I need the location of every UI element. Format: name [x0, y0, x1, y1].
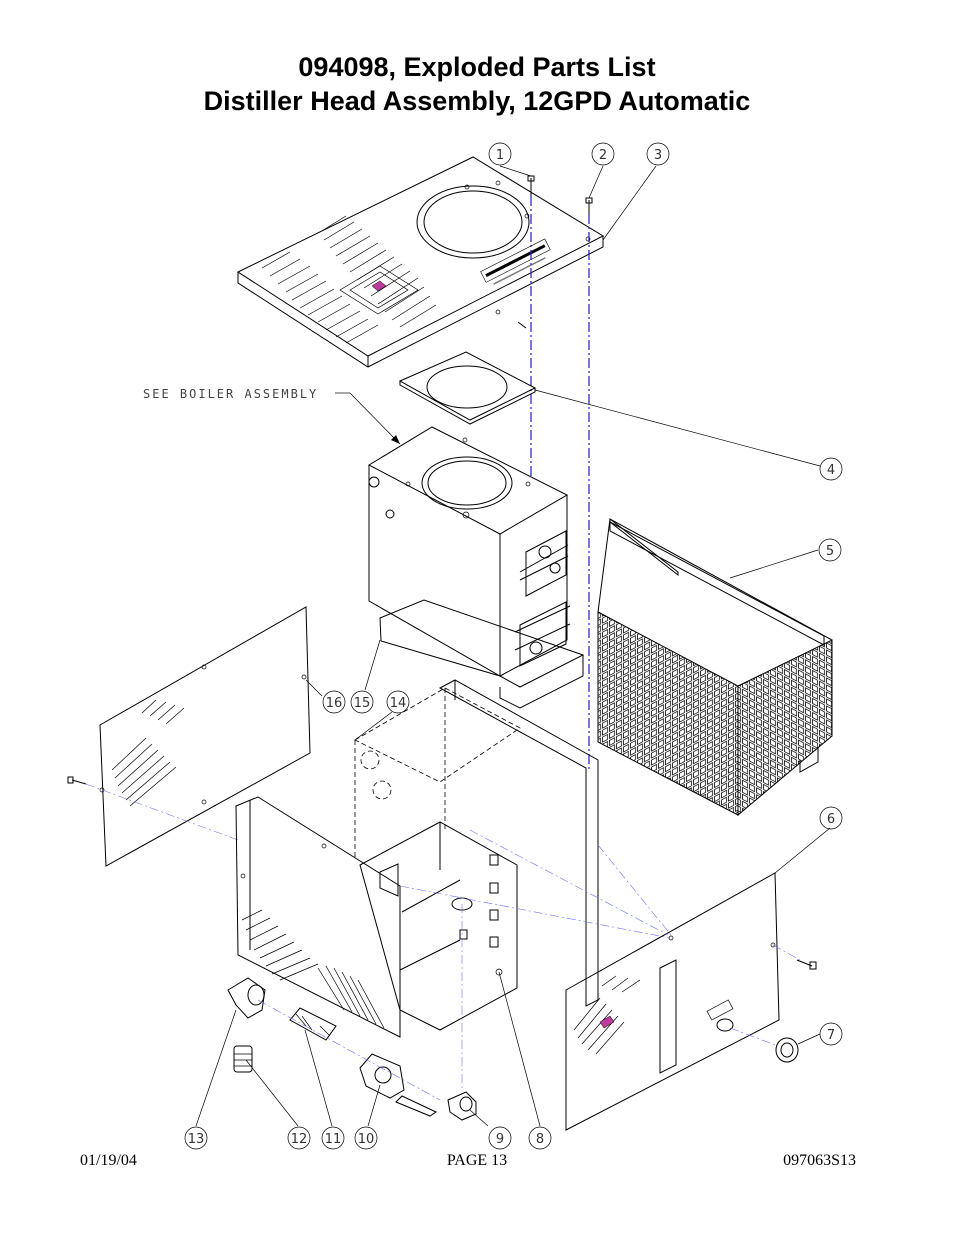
side-panel-front	[235, 796, 401, 1038]
callout-4: 4	[819, 457, 843, 481]
callout-label: 11	[325, 1132, 342, 1147]
reducer-part-12	[233, 1045, 253, 1073]
callout-label: 5	[826, 544, 834, 559]
callout-label: 4	[827, 463, 835, 478]
front-panel-part-6	[565, 872, 780, 1131]
callout-label: 3	[654, 148, 662, 163]
callout-leaders	[195, 165, 831, 1127]
callout-6: 6	[819, 806, 843, 830]
front-panel-screw	[796, 959, 817, 970]
left-side-panel-part-16	[99, 606, 311, 867]
page-title-line-2: Distiller Head Assembly, 12GPD Automatic	[203, 86, 751, 116]
elbow-fitting-part-13	[227, 977, 266, 1019]
gasket-part-4	[398, 351, 537, 425]
callout-8: 8	[528, 1126, 552, 1150]
callout-label: 14	[390, 696, 407, 711]
callout-label: 7	[827, 1028, 835, 1043]
callout-10: 10	[354, 1126, 378, 1150]
bushing-part-7	[775, 1037, 799, 1063]
footer-page-number: PAGE 13	[446, 1152, 508, 1169]
callout-9: 9	[488, 1126, 512, 1150]
callout-label: 1	[496, 148, 504, 163]
nipple-part-11	[289, 1007, 337, 1041]
callout-label: 2	[599, 148, 607, 163]
valve-part-10	[359, 1053, 438, 1117]
callout-16: 16	[322, 690, 346, 714]
callout-14: 14	[386, 690, 410, 714]
callout-label: 13	[188, 1132, 205, 1147]
callout-label: 6	[827, 812, 835, 827]
top-cover-plate	[236, 156, 605, 368]
cabinet-frame-part-14	[354, 679, 599, 1031]
callout-label: 8	[536, 1132, 544, 1147]
callout-5: 5	[818, 538, 842, 562]
see-boiler-assembly-note: SEE BOILER ASSEMBLY	[143, 387, 318, 401]
callout-12: 12	[287, 1126, 311, 1150]
boiler-assembly	[367, 426, 585, 709]
callout-3: 3	[646, 142, 670, 166]
grille-shroud-part-5	[597, 517, 833, 817]
left-panel-screw	[67, 776, 87, 785]
callout-2: 2	[591, 142, 615, 166]
page-title-line-1: 094098, Exploded Parts List	[298, 52, 656, 82]
callout-15: 15	[350, 690, 374, 714]
callout-label: 15	[354, 696, 371, 711]
footer-date: 01/19/04	[80, 1152, 137, 1169]
callout-7: 7	[819, 1022, 843, 1046]
callout-label: 16	[326, 696, 343, 711]
callout-label: 10	[358, 1132, 375, 1147]
screw-small	[517, 321, 527, 329]
screw-part-2	[585, 197, 593, 214]
footer-document-number: 097063S13	[783, 1152, 856, 1169]
callout-11: 11	[321, 1126, 345, 1150]
callout-label: 9	[496, 1132, 504, 1147]
callout-1: 1	[488, 142, 512, 166]
callout-13: 13	[184, 1126, 208, 1150]
hose-fitting-part-9	[447, 1091, 477, 1121]
callout-label: 12	[291, 1132, 308, 1147]
